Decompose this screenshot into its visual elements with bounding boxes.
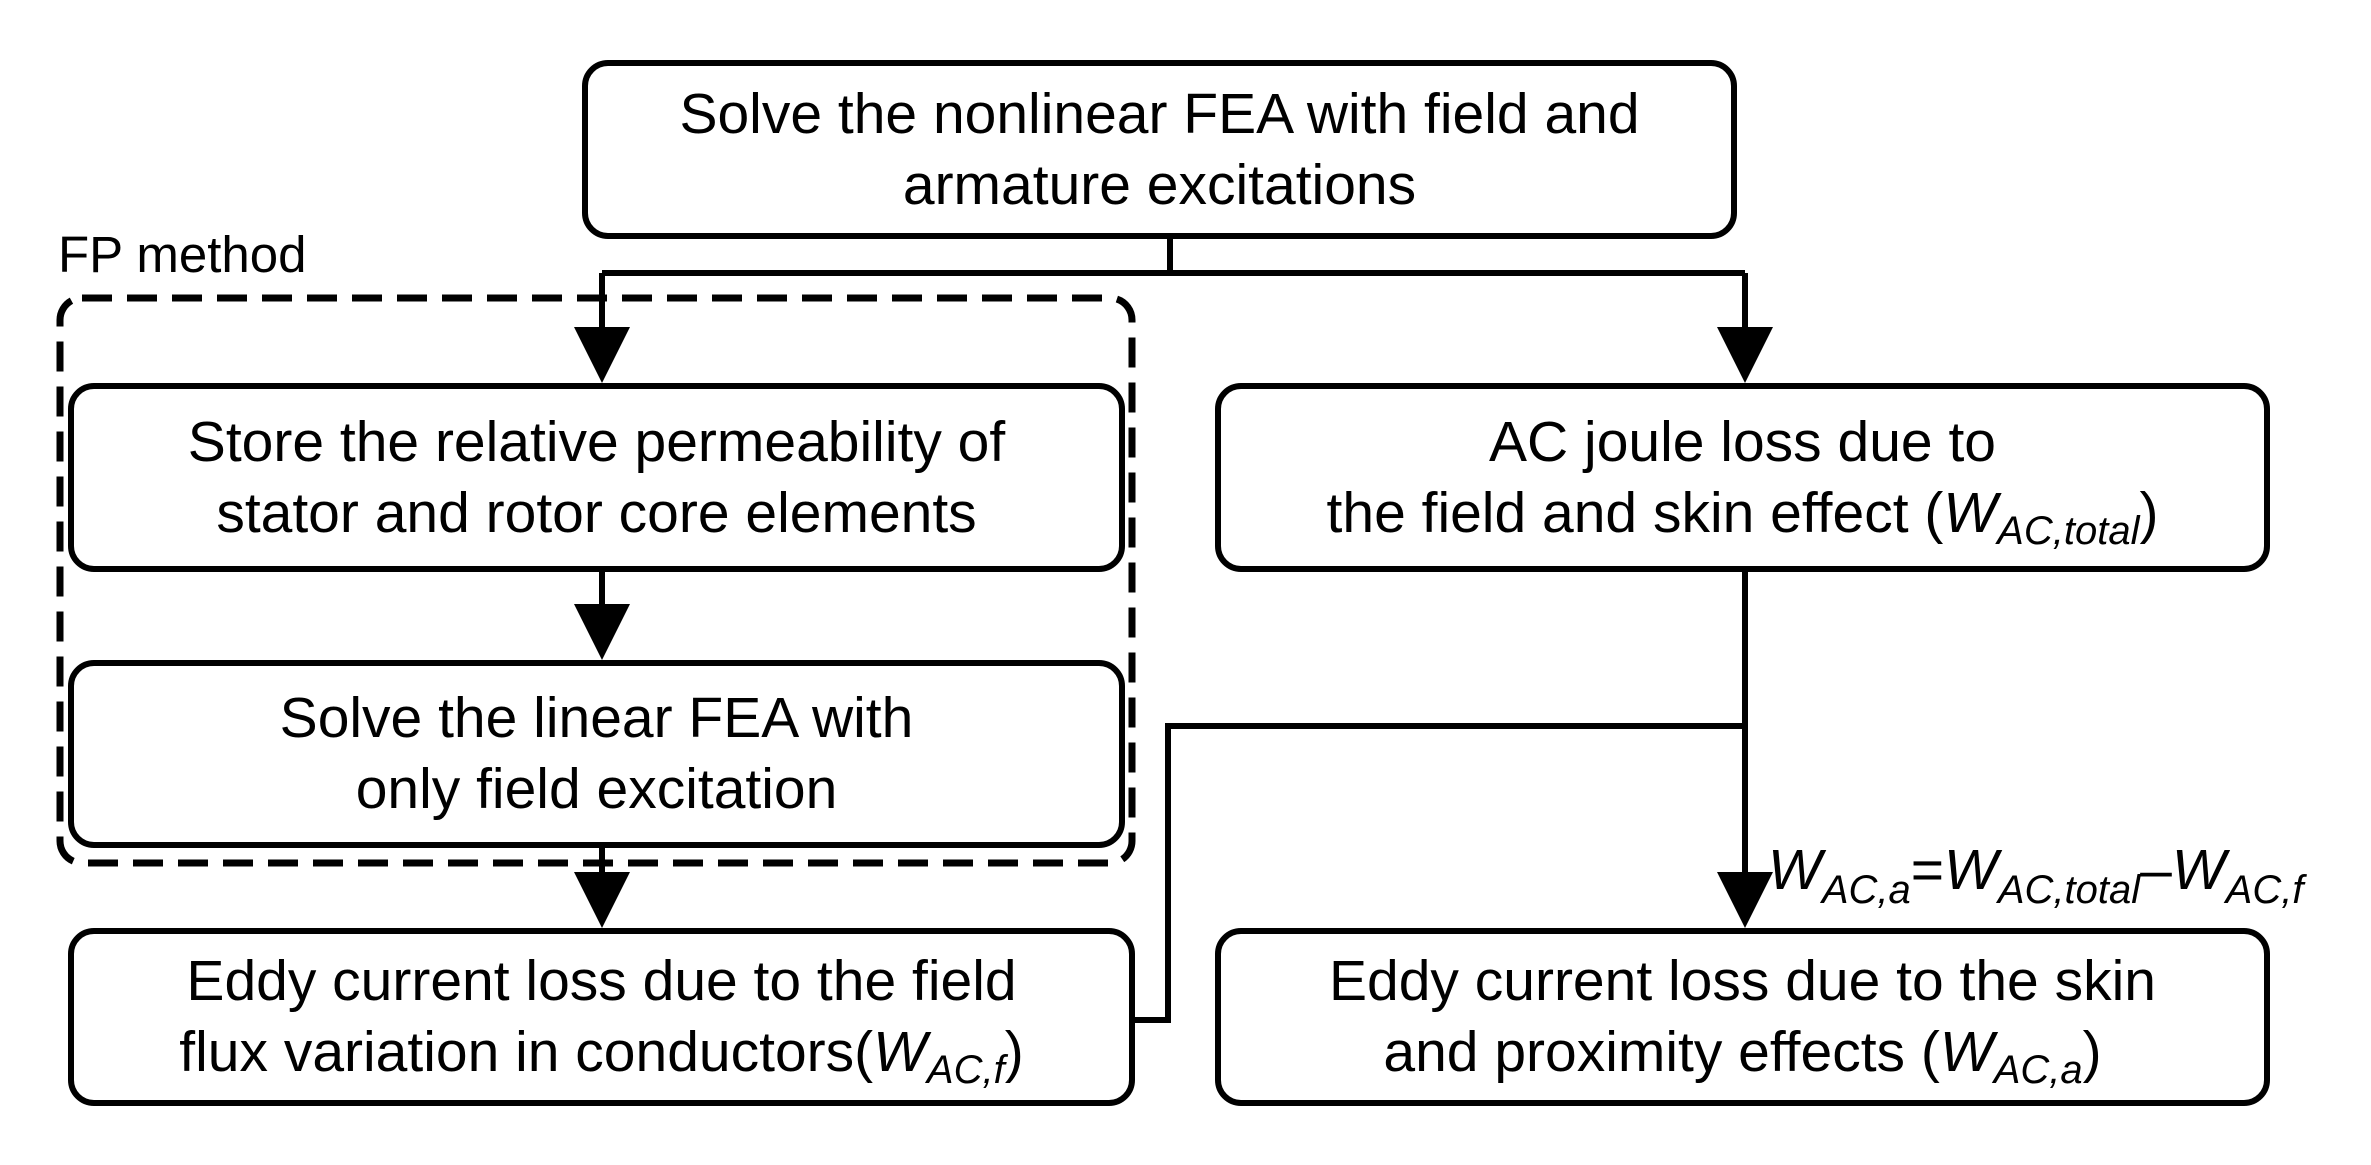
fp-method-label: FP method (58, 225, 307, 285)
formula-term-2: WAC,f (2171, 838, 2304, 910)
store-permeability-line-2: stator and rotor core elements (216, 480, 977, 545)
formula-equals: = (1910, 838, 1945, 902)
ac-joule-line-2-prefix: the field and skin effect ( (1326, 480, 1944, 545)
solve-nonlinear-line-1: Solve the nonlinear FEA with field and (679, 81, 1640, 146)
ac-joule-line-2-suffix: ) (2139, 480, 2159, 545)
solve-nonlinear-line-2: armature excitations (902, 152, 1417, 217)
eddy-skin-line-2-prefix: and proximity effects ( (1383, 1020, 1940, 1084)
eddy-field-line-1: Eddy current loss due to the field (186, 949, 1017, 1013)
formula-term-2-subscript: AC,f (2225, 868, 2304, 912)
eddy-field-line-2: flux variation in conductors(WAC,f) (179, 1017, 1024, 1090)
ac-joule-loss-node: AC joule loss due to the field and skin … (1215, 383, 2270, 572)
ac-joule-symbol-subscript: AC,total (1997, 508, 2140, 553)
eddy-skin-line-2: and proximity effects (WAC,a) (1383, 1017, 2102, 1090)
eddy-current-skin-proximity-node: Eddy current loss due to the skin and pr… (1215, 928, 2270, 1106)
formula-lhs: WAC,a (1768, 838, 1911, 910)
solve-linear-line-1: Solve the linear FEA with (279, 686, 914, 750)
eddy-field-symbol-subscript: AC,f (926, 1048, 1005, 1092)
formula-minus: – (2140, 838, 2172, 902)
formula-lhs-subscript: AC,a (1821, 868, 1911, 912)
ac-joule-line-2: the field and skin effect (WAC,total) (1326, 478, 2159, 551)
eddy-skin-line-1: Eddy current loss due to the skin (1329, 949, 2156, 1013)
formula-lhs-symbol: W (1768, 838, 1822, 902)
eddy-field-line-2-prefix: flux variation in conductors( (179, 1020, 874, 1084)
ac-joule-symbol-letter: W (1943, 480, 1998, 545)
arrowhead-to-store-permeability (574, 327, 630, 383)
ac-joule-symbol: WAC,total (1943, 480, 2139, 551)
fp-method-label-text: FP method (58, 226, 307, 283)
eddy-current-field-flux-node: Eddy current loss due to the field flux … (68, 928, 1135, 1106)
connector-eddy-field-feedback (1132, 723, 1745, 1023)
arrowhead-to-solve-linear (574, 604, 630, 660)
ac-joule-line-1: AC joule loss due to (1489, 409, 1996, 474)
eddy-skin-symbol-letter: W (1939, 1020, 1994, 1084)
store-permeability-line-1: Store the relative permeability of (187, 409, 1006, 474)
fp-method-group-boundary (56, 294, 1136, 867)
eddy-field-symbol-letter: W (873, 1020, 927, 1084)
solve-linear-line-2: only field excitation (355, 757, 838, 821)
arrowhead-to-ac-joule (1717, 327, 1773, 383)
arrowhead-to-eddy-field (574, 872, 630, 928)
eddy-skin-symbol: WAC,a (1939, 1020, 2083, 1090)
store-permeability-node: Store the relative permeability of stato… (68, 383, 1125, 572)
formula-term-2-symbol: W (2171, 838, 2226, 902)
arrowhead-to-eddy-skin (1717, 872, 1773, 928)
eddy-field-symbol: WAC,f (873, 1020, 1005, 1090)
loss-difference-formula: WAC,a=WAC,total–WAC,f (1768, 835, 2304, 910)
eddy-field-line-2-suffix: ) (1004, 1020, 1024, 1084)
solve-linear-fea-node: Solve the linear FEA with only field exc… (68, 660, 1125, 848)
formula-term-1-subscript: AC,total (1997, 868, 2141, 912)
formula-term-1-symbol: W (1944, 838, 1998, 902)
eddy-skin-line-2-suffix: ) (2082, 1020, 2102, 1084)
eddy-skin-symbol-subscript: AC,a (1993, 1048, 2083, 1092)
formula-term-1: WAC,total (1944, 838, 2140, 910)
solve-nonlinear-fea-node: Solve the nonlinear FEA with field and a… (582, 60, 1737, 239)
